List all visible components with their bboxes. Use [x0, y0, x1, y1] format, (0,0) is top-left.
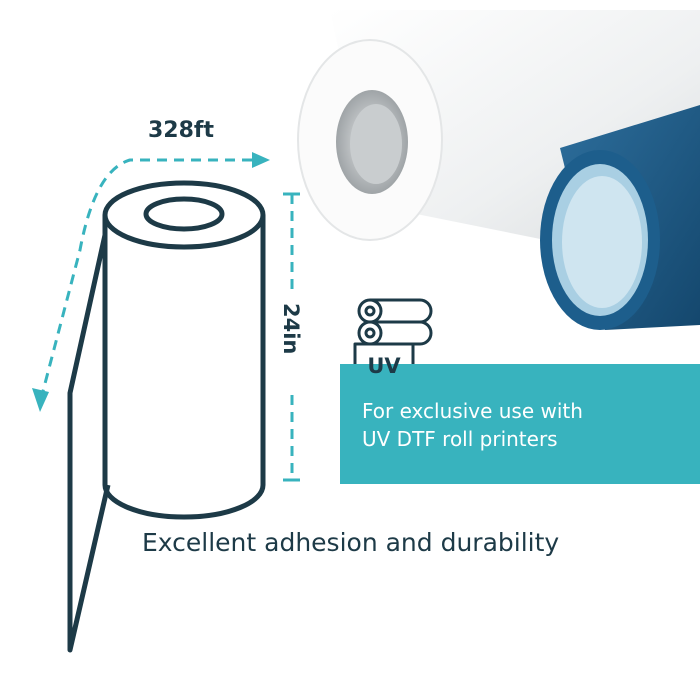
uv-label: UV [367, 354, 401, 378]
banner-line-1: For exclusive use with [362, 399, 583, 423]
white-film-roll [297, 10, 700, 250]
exclusive-use-banner [340, 364, 700, 484]
height-dimension-line [283, 192, 300, 482]
uv-label-box: UV [367, 354, 401, 378]
arrow-head-right [252, 152, 270, 168]
exclusive-use-text: For exclusive use with UV DTF roll print… [362, 397, 692, 453]
width-label: 328ft [148, 118, 215, 143]
width-arrow-icon [40, 158, 252, 396]
tagline: Excellent adhesion and durability [142, 528, 560, 557]
blue-film-roll [540, 105, 700, 330]
roll-diagram-icon [67, 180, 266, 653]
arrow-head-down [32, 388, 49, 412]
height-label: 24in [279, 303, 303, 355]
banner-line-2: UV DTF roll printers [362, 427, 558, 451]
